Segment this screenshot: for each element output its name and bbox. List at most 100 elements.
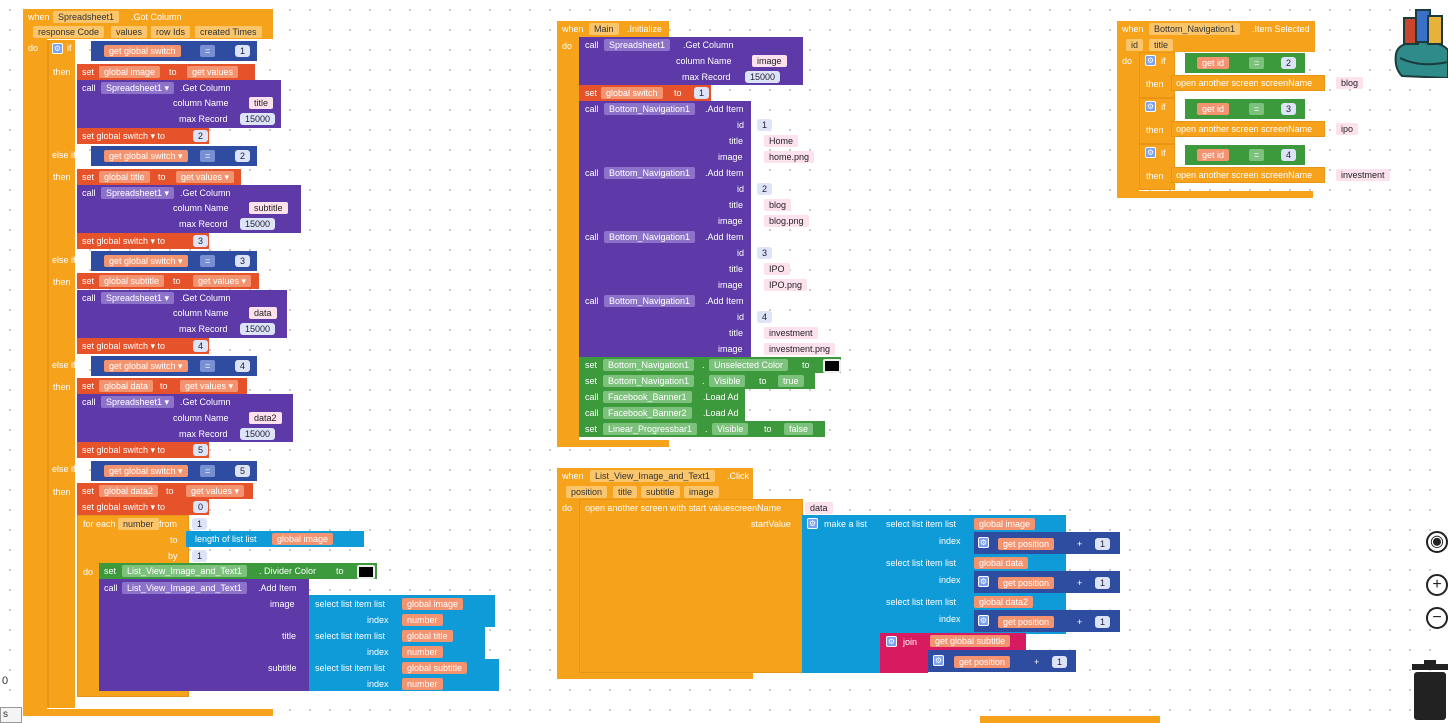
equals-operator[interactable]: =	[1249, 103, 1265, 115]
get-global-switch[interactable]: get global switch ▾	[104, 150, 188, 162]
property-dropdown[interactable]: Unselected Color	[709, 359, 789, 371]
param-row-ids[interactable]: row Ids	[151, 26, 191, 38]
component-dropdown[interactable]: Main	[589, 23, 619, 35]
string-literal[interactable]: data	[249, 307, 277, 319]
param-subtitle[interactable]: subtitle	[641, 486, 680, 498]
string-literal[interactable]: data	[805, 502, 833, 514]
component-dropdown[interactable]: Bottom_Navigation1	[603, 375, 695, 387]
component-dropdown[interactable]: List_View_Image_and_Text1	[590, 470, 715, 482]
gear-icon[interactable]: ⚙	[933, 655, 944, 666]
get-position[interactable]: get position	[954, 656, 1011, 668]
number-literal[interactable]: 2	[193, 130, 209, 142]
number-literal[interactable]: 1	[192, 550, 208, 562]
open-another-screen[interactable]	[1171, 75, 1325, 91]
component-dropdown[interactable]: Spreadsheet1	[53, 11, 120, 23]
number-literal[interactable]: 3	[757, 247, 773, 259]
property-dropdown[interactable]: Visible	[709, 375, 746, 387]
number-literal[interactable]: 3	[235, 255, 251, 267]
if-block[interactable]	[47, 40, 75, 708]
get-values[interactable]: get values ▾	[180, 380, 239, 392]
component-dropdown[interactable]: List_View_Image_and_Text1	[122, 565, 247, 577]
gear-icon[interactable]: ⚙	[886, 636, 897, 647]
boolean-false[interactable]: false	[784, 423, 814, 435]
param-position[interactable]: position	[566, 486, 608, 498]
var-dropdown[interactable]: global switch	[601, 87, 663, 99]
get-position[interactable]: get position	[998, 577, 1055, 589]
number-literal[interactable]: 4	[193, 340, 209, 352]
get-values[interactable]: get values ▾	[193, 275, 252, 287]
param-title[interactable]: title	[1149, 39, 1174, 51]
component-dropdown[interactable]: Spreadsheet1 ▾	[101, 187, 175, 199]
param-created-times[interactable]: created Times	[195, 26, 262, 38]
gear-icon[interactable]: ⚙	[52, 43, 63, 54]
number-literal[interactable]: 4	[1281, 149, 1297, 161]
param-values[interactable]: values	[111, 26, 148, 38]
number-literal[interactable]: 1	[1095, 577, 1111, 589]
get-values[interactable]: get values ▾	[186, 485, 245, 497]
equals-operator[interactable]: =	[200, 360, 216, 372]
number-literal[interactable]: 2	[1281, 57, 1297, 69]
string-literal[interactable]: ipo	[1336, 123, 1359, 135]
component-dropdown[interactable]: Bottom_Navigation1	[604, 167, 696, 179]
set-global-switch[interactable]	[77, 499, 209, 515]
backpack-icon[interactable]	[1392, 2, 1448, 78]
gear-icon[interactable]: ⚙	[978, 576, 989, 587]
param-image[interactable]: image	[684, 486, 719, 498]
var-dropdown[interactable]: global data	[99, 380, 154, 392]
number-literal[interactable]: 1	[1095, 538, 1111, 550]
string-literal[interactable]: blog	[1336, 77, 1364, 89]
equals-operator[interactable]: =	[200, 255, 216, 267]
number-literal[interactable]: 15000	[240, 323, 276, 335]
get-global-switch[interactable]: get global switch ▾	[104, 255, 188, 267]
string-literal[interactable]: blog.png	[764, 215, 809, 227]
component-dropdown[interactable]: Bottom_Navigation1	[604, 295, 696, 307]
partial-bottom-block[interactable]	[980, 716, 1160, 723]
open-another-screen-with-value[interactable]	[579, 499, 803, 673]
number-literal[interactable]: 1	[235, 45, 251, 57]
set-global-switch[interactable]	[77, 338, 209, 354]
string-literal[interactable]: IPO	[764, 263, 790, 275]
param-response-code[interactable]: response Code	[33, 26, 105, 38]
gear-icon[interactable]: ⚙	[978, 615, 989, 626]
number-literal[interactable]: 5	[193, 444, 209, 456]
number-literal[interactable]: 15000	[745, 71, 781, 83]
number-literal[interactable]: 3	[193, 235, 209, 247]
equals-operator[interactable]: =	[200, 150, 216, 162]
zoom-out-icon[interactable]: −	[1426, 607, 1448, 629]
number-literal[interactable]: 15000	[240, 428, 276, 440]
get-global-data2[interactable]: global data2	[974, 596, 1034, 608]
boolean-true[interactable]: true	[778, 375, 804, 387]
get-global-image[interactable]: global image	[402, 598, 464, 610]
get-position[interactable]: get position	[998, 538, 1055, 550]
string-literal[interactable]: investment.png	[764, 343, 836, 355]
number-literal[interactable]: 1	[694, 87, 710, 99]
string-literal[interactable]: Home	[764, 135, 799, 147]
number-literal[interactable]: 1	[1052, 656, 1068, 668]
gear-icon[interactable]: ⚙	[1145, 147, 1156, 158]
property-dropdown[interactable]: Visible	[712, 423, 749, 435]
get-global-image[interactable]: global image	[272, 533, 334, 545]
get-number[interactable]: number	[402, 614, 443, 626]
param-id[interactable]: id	[1126, 39, 1144, 51]
get-values[interactable]: get values ▾	[176, 171, 235, 183]
number-literal[interactable]: 4	[235, 360, 251, 372]
get-position[interactable]: get position	[998, 616, 1055, 628]
string-literal[interactable]: data2	[249, 412, 282, 424]
select-list-item-title[interactable]	[309, 627, 485, 659]
get-id[interactable]: get id	[1197, 103, 1230, 115]
number-literal[interactable]: 1	[192, 518, 208, 530]
set-global-switch[interactable]	[77, 233, 209, 249]
string-literal[interactable]: investment	[1336, 169, 1390, 181]
call-list-view-add-item[interactable]	[99, 579, 309, 691]
var-dropdown[interactable]: global data2	[99, 485, 159, 497]
component-dropdown[interactable]: Bottom_Navigation1	[604, 103, 696, 115]
get-global-switch[interactable]: get global switch	[104, 45, 181, 57]
get-global-image[interactable]: global image	[974, 518, 1036, 530]
var-dropdown[interactable]: global subtitle	[99, 275, 165, 287]
number-literal[interactable]: 3	[1281, 103, 1297, 115]
gear-icon[interactable]: ⚙	[807, 518, 818, 529]
component-dropdown[interactable]: Bottom_Navigation1	[604, 231, 696, 243]
component-dropdown[interactable]: Facebook_Banner2	[603, 407, 692, 419]
number-literal[interactable]: 2	[757, 183, 773, 195]
string-literal[interactable]: investment	[764, 327, 818, 339]
